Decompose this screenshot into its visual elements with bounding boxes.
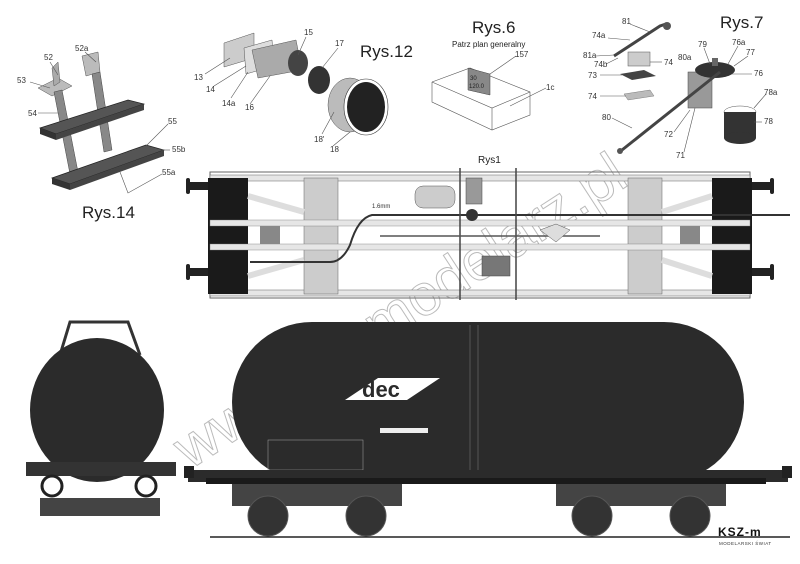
bracket-52a bbox=[81, 51, 101, 77]
callout-55a: 55a bbox=[162, 168, 176, 177]
callout-55b: 55b bbox=[172, 145, 186, 154]
callout-81: 81 bbox=[622, 17, 631, 26]
callout-74: 74 bbox=[664, 58, 673, 67]
callout-78: 78 bbox=[764, 117, 773, 126]
part-18-buffer-head bbox=[347, 82, 385, 132]
brand-tagline: MODELARSKI ŚWIAT bbox=[719, 539, 772, 546]
callout-74-base: 74 bbox=[588, 92, 597, 101]
end-buffer-left bbox=[40, 474, 64, 498]
bracket-53 bbox=[37, 77, 73, 97]
callout-80: 80 bbox=[602, 113, 611, 122]
upper-step-tread bbox=[38, 99, 146, 135]
air-reservoir bbox=[414, 185, 456, 209]
figure-title-rys12: Rys.12 bbox=[360, 42, 413, 61]
callout-77: 77 bbox=[746, 48, 755, 57]
figure-rys6: Rys.6 Patrz plan generalny 30 120.0 157 … bbox=[431, 18, 554, 131]
figure-title-rys7: Rys.7 bbox=[720, 13, 763, 32]
callout-53: 53 bbox=[17, 76, 26, 85]
figure-rys7: 81 74a 81a 74b 74 73 74 80 72 71 79 76a … bbox=[583, 13, 778, 160]
callout-74b: 74b bbox=[594, 60, 608, 69]
callout-71: 71 bbox=[676, 151, 685, 160]
part-157-plate bbox=[467, 67, 491, 96]
bolster-left bbox=[303, 177, 339, 295]
dec-logo-text: dec bbox=[362, 377, 400, 402]
side-buffers bbox=[184, 466, 792, 478]
callout-18: 18 bbox=[330, 145, 339, 154]
buffers-right bbox=[752, 178, 774, 280]
part-81-lever bbox=[613, 22, 667, 58]
end-view bbox=[26, 320, 176, 516]
bogie-left bbox=[232, 484, 402, 537]
figure-subtitle-rys6: Patrz plan generalny bbox=[452, 40, 525, 49]
callout-16: 16 bbox=[245, 103, 254, 112]
callout-81a: 81a bbox=[583, 51, 597, 60]
figure-title-rys1: Rys1 bbox=[478, 155, 501, 166]
callout-15: 15 bbox=[304, 28, 313, 37]
brand-logo-text: KSZ-m bbox=[718, 525, 762, 539]
dec-logo-stripes bbox=[345, 378, 440, 400]
pressure-label-plate bbox=[380, 428, 428, 433]
side-view: dec bbox=[184, 322, 792, 538]
end-buffer-right bbox=[134, 474, 158, 498]
upper-step-edge bbox=[40, 128, 56, 140]
callout-13: 13 bbox=[194, 73, 203, 82]
figure-rys14: 52 52a 53 54 55 55b 55a Rys.14 bbox=[17, 44, 186, 222]
callout-18-prime: 18' bbox=[314, 135, 325, 144]
callout-14a: 14a bbox=[222, 99, 236, 108]
part-74-block bbox=[627, 51, 651, 67]
callout-55: 55 bbox=[168, 117, 177, 126]
callout-74a: 74a bbox=[592, 31, 606, 40]
callout-78a: 78a bbox=[764, 88, 778, 97]
callout-79: 79 bbox=[698, 40, 707, 49]
part-72-bracket bbox=[687, 71, 713, 109]
headstock-right bbox=[712, 178, 752, 294]
end-tank bbox=[30, 338, 164, 482]
part-17-disc bbox=[308, 66, 330, 94]
end-bogie bbox=[40, 498, 160, 516]
figure-rys1-underframe: Rys1 1.6mm bbox=[186, 155, 790, 300]
callout-52a: 52a bbox=[75, 44, 89, 53]
plate-text-line2: 120.0 bbox=[469, 84, 485, 90]
sole-bar-bottom bbox=[209, 289, 751, 297]
figure-title-rys14: Rys.14 bbox=[82, 203, 135, 222]
callout-17: 17 bbox=[335, 39, 344, 48]
figure-rys12: 13 14 14a 16 15 17 18' 18 Rys.12 bbox=[194, 28, 413, 154]
coupler-right bbox=[680, 226, 700, 244]
headstock-left bbox=[208, 178, 248, 294]
coupler-left bbox=[260, 226, 280, 244]
brake-cylinder bbox=[481, 255, 511, 277]
callout-73: 73 bbox=[588, 71, 597, 80]
callout-52: 52 bbox=[44, 53, 53, 62]
figure-title-rys6: Rys.6 bbox=[472, 18, 515, 37]
tank-body bbox=[232, 322, 744, 482]
part-80-rod bbox=[621, 70, 721, 152]
end-headstock bbox=[26, 462, 176, 476]
part-73-plate bbox=[620, 70, 656, 80]
callout-76a: 76a bbox=[732, 38, 746, 47]
callout-157: 157 bbox=[515, 50, 529, 59]
brake-pipe bbox=[250, 214, 790, 263]
brand-logo: KSZ-m MODELARSKI ŚWIAT bbox=[718, 525, 772, 546]
brake-valve bbox=[465, 177, 483, 205]
bolster-right bbox=[627, 177, 663, 295]
end-handrail bbox=[58, 320, 142, 356]
pipe-dimension: 1.6mm bbox=[372, 204, 390, 210]
part-74-base bbox=[623, 89, 655, 101]
callout-1c: 1c bbox=[546, 83, 554, 92]
callout-80a: 80a bbox=[678, 53, 692, 62]
callout-76: 76 bbox=[754, 69, 763, 78]
bogie-right bbox=[556, 484, 726, 537]
callout-72: 72 bbox=[664, 130, 673, 139]
plate-text-line1: 30 bbox=[470, 76, 477, 82]
callout-54: 54 bbox=[28, 109, 37, 118]
buffers-left bbox=[186, 178, 208, 280]
part-15-plunger bbox=[288, 50, 308, 76]
part-77-disc bbox=[695, 62, 735, 78]
callout-14: 14 bbox=[206, 85, 215, 94]
